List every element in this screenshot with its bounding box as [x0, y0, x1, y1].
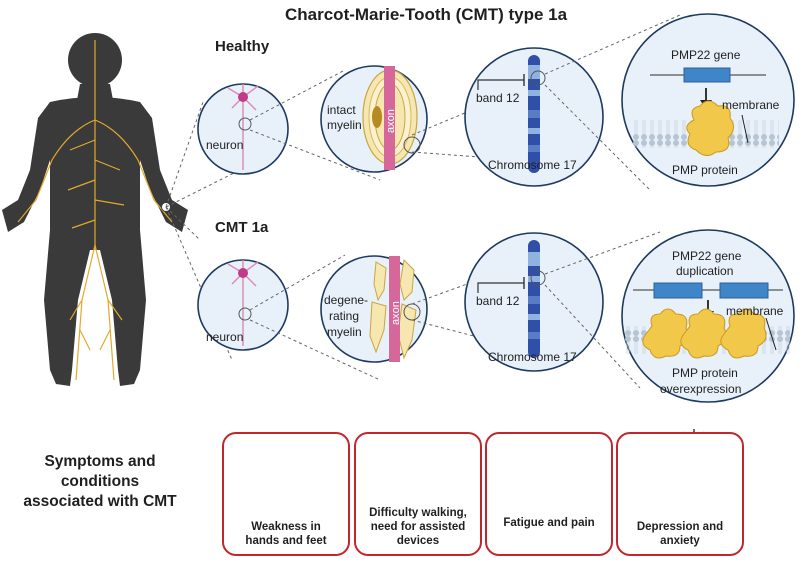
- pmp22-gene-box: [683, 67, 731, 83]
- gene-label: PMP22 gene: [672, 249, 742, 263]
- card-label: Fatigue and pain: [503, 517, 595, 529]
- symptom-card-weakness: Weakness in hands and feet: [222, 432, 350, 556]
- neuron-label: neuron: [206, 330, 244, 344]
- card-label: Depression and: [636, 521, 724, 533]
- axon-healthy: [384, 66, 395, 170]
- card-label: devices: [396, 535, 440, 547]
- card-label: anxiety: [660, 535, 700, 547]
- neuron-label: neuron: [206, 138, 244, 152]
- nervous-system: [17, 40, 173, 381]
- protein-label: PMP protein: [672, 366, 738, 380]
- axon-cmt: [389, 256, 400, 362]
- pmp22-gene-duplicate-box: [719, 282, 769, 299]
- symptom-card-walking: Difficulty walking, need for assisted de…: [354, 432, 482, 556]
- protein-label: overexpression: [660, 382, 742, 396]
- band-label: band 12: [476, 91, 520, 105]
- myelin-label: myelin: [327, 118, 362, 132]
- diagram-title: Charcot-Marie-Tooth (CMT) type 1a: [285, 5, 568, 24]
- axon-label: axon: [390, 301, 402, 325]
- human-body-figure: [2, 33, 188, 386]
- protein-label: PMP protein: [672, 163, 738, 177]
- card-label: Difficulty walking,: [369, 507, 467, 519]
- cmt-row: [197, 229, 795, 403]
- symptoms-heading: Symptoms and conditions associated with …: [23, 453, 177, 510]
- membrane-label: membrane: [722, 98, 780, 112]
- gene-label: PMP22 gene: [671, 48, 741, 62]
- degenerating-myelin: [369, 258, 417, 360]
- band-label: band 12: [476, 294, 520, 308]
- axon-label: axon: [385, 109, 397, 133]
- pmp-protein: [686, 100, 734, 156]
- chromosome-label: Chromosome 17: [488, 158, 577, 172]
- myelin-label: rating: [329, 309, 360, 323]
- myelin-label: degene-: [324, 293, 369, 307]
- membrane-label: membrane: [726, 304, 784, 318]
- healthy-row: [197, 13, 795, 191]
- cmt-heading: CMT 1a: [215, 219, 269, 236]
- gene-label: duplication: [676, 264, 734, 278]
- myelin-label: intact: [327, 103, 356, 117]
- chromosome-label: Chromosome 17: [488, 350, 577, 364]
- card-label: hands and feet: [245, 535, 327, 547]
- card-label: Weakness in: [251, 521, 321, 533]
- pmp22-gene-box: [653, 282, 703, 299]
- myelin-label: myelin: [327, 325, 362, 339]
- chromosome-17-cmt: [528, 240, 540, 358]
- symptom-card-fatigue: Fatigue and pain: [485, 432, 613, 556]
- pmp-protein-overexpressed: [642, 308, 767, 359]
- card-label: need for assisted: [370, 521, 466, 533]
- symptom-card-depression: Depression and anxiety: [616, 432, 744, 556]
- healthy-heading: Healthy: [215, 38, 270, 55]
